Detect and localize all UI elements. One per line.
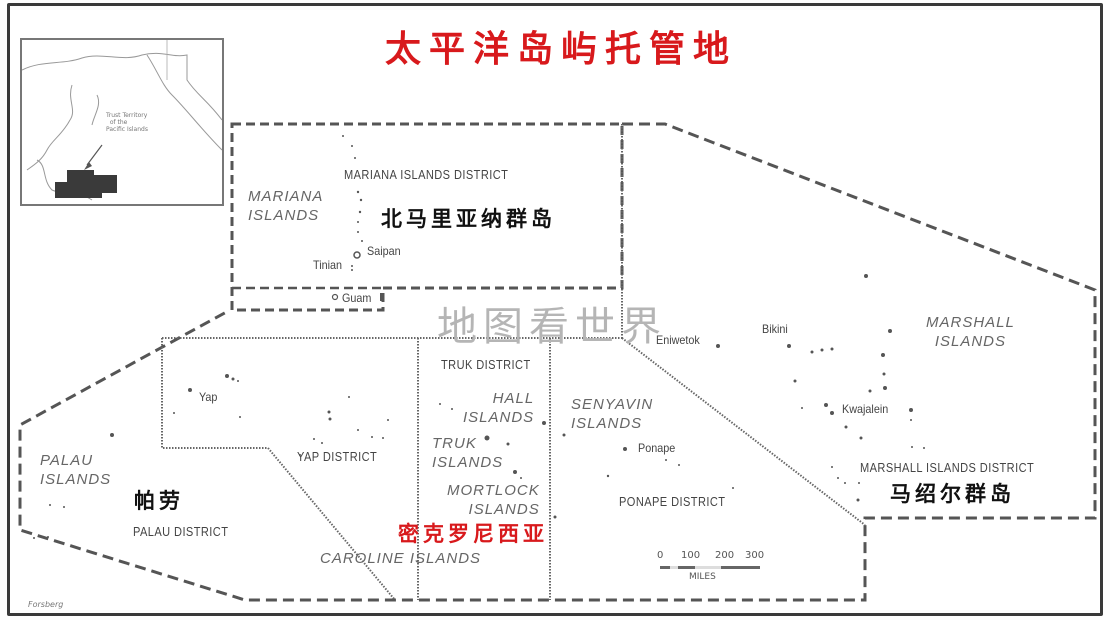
district-boundaries	[161, 124, 866, 601]
mariana-district-boundary	[230, 122, 624, 312]
district-ponape: PONAPE DISTRICT	[619, 494, 726, 509]
watermark: 地图看世界	[437, 304, 667, 350]
cn-label-palau: 帕劳	[134, 488, 184, 513]
inset-coastlines	[22, 40, 222, 201]
region-marshall-islands: MARSHALL ISLANDS	[926, 314, 1015, 350]
place-tinian: Tinian	[313, 258, 343, 272]
cartographer-signature: Forsberg	[28, 600, 64, 609]
scale-bar: 0 100 200 300 MILES	[657, 550, 765, 582]
scale-bar-line	[660, 566, 760, 569]
region-mariana-islands: MARIANA ISLANDS	[248, 188, 324, 224]
district-yap: YAP DISTRICT	[297, 449, 378, 464]
island-markers	[33, 135, 925, 539]
district-marshall: MARSHALL ISLANDS DISTRICT	[860, 460, 1035, 475]
place-kwajalein: Kwajalein	[842, 402, 889, 416]
district-mariana: MARIANA ISLANDS DISTRICT	[344, 167, 509, 182]
place-eniwetok: Eniwetok	[656, 333, 700, 347]
map-frame	[7, 3, 1103, 616]
region-mortlock-islands: MORTLOCK ISLANDS	[447, 482, 540, 518]
cn-label-northern-mariana: 北马里亚纳群岛	[381, 206, 556, 231]
trust-territory-boundary	[18, 122, 1097, 602]
region-hall-islands: HALL ISLANDS	[463, 390, 535, 426]
region-caroline-islands: CAROLINE ISLANDS	[320, 550, 482, 567]
cn-label-marshall: 马绍尔群岛	[890, 481, 1015, 506]
scale-unit: MILES	[689, 572, 716, 582]
place-bikini: Bikini	[762, 322, 788, 336]
place-ponape: Ponape	[638, 441, 676, 455]
place-guam: Guam	[342, 291, 372, 305]
place-yap: Yap	[199, 390, 218, 404]
cn-label-micronesia: 密克罗尼西亚	[398, 521, 548, 546]
inset-locator-map: Trust Territory of the Pacific Islands	[20, 38, 224, 206]
place-saipan: Saipan	[367, 244, 401, 258]
region-senyavin-islands: SENYAVIN ISLANDS	[571, 396, 654, 432]
district-palau: PALAU DISTRICT	[133, 524, 229, 539]
region-truk-islands: TRUK ISLANDS	[432, 435, 504, 471]
region-palau-islands: PALAU ISLANDS	[40, 452, 112, 488]
district-truk: TRUK DISTRICT	[441, 357, 531, 372]
inset-label: Trust Territory of the Pacific Islands	[106, 112, 148, 133]
map-title: 太平洋岛屿托管地	[385, 28, 738, 70]
